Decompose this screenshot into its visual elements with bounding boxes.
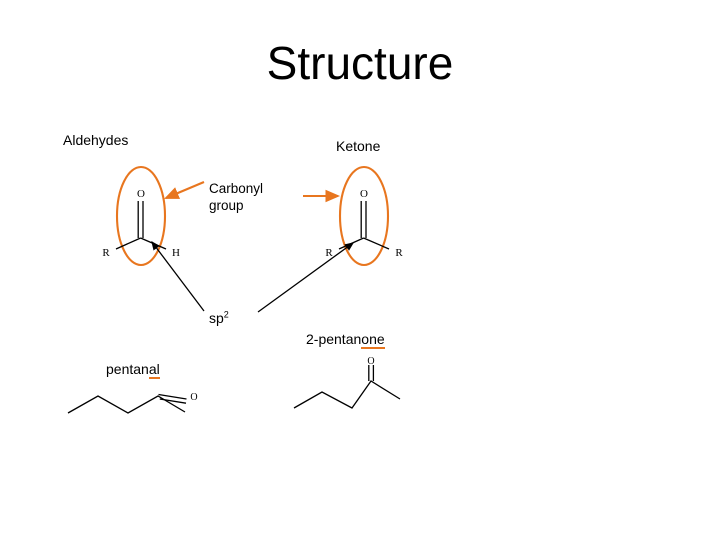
pentanal-oxygen-label: O <box>190 392 197 403</box>
pentanal-carbonyl-bond-line-1 <box>158 393 187 400</box>
sp2-base-text: sp <box>209 310 224 326</box>
carbonyl-annotation-line-1: Carbonyl <box>209 181 264 196</box>
ketone-general-structure: O R R <box>325 165 403 267</box>
carbonyl-annotation-line-2: group <box>209 198 244 213</box>
ketone-bond-to-right-r <box>363 237 390 250</box>
compound-name-pentanal: pentanal <box>106 361 160 379</box>
page-title: Structure <box>266 37 454 89</box>
carbonyl-group-annotation: Carbonyl group <box>209 180 263 214</box>
ketone-oxygen-label: O <box>360 188 368 200</box>
pentanone-oxygen-label: O <box>367 356 374 367</box>
ketone-right-r-substituent-label: R <box>395 247 403 259</box>
pentanal-name-prefix: pentan <box>106 361 149 377</box>
sp2-hybridization-annotation: sp2 <box>209 310 229 326</box>
pentanone-carbon-chain <box>293 380 401 409</box>
compound-name-2-pentanone: 2-pentanone <box>306 331 385 349</box>
section-heading-aldehydes: Aldehydes <box>63 132 129 148</box>
ketone-carbonyl-highlight-ellipse <box>338 165 390 267</box>
carbonyl-arrow-to-aldehyde-icon <box>164 181 205 199</box>
pentanone-name-prefix: 2-pentan <box>306 331 362 347</box>
sp2-superscript: 2 <box>223 309 229 320</box>
aldehyde-bond-to-r <box>115 237 141 250</box>
pentanone-name-suffix: one <box>361 331 385 349</box>
ketone-bond-to-left-r <box>338 237 364 250</box>
pentanal-name-suffix: al <box>148 361 160 379</box>
aldehyde-oxygen-label: O <box>137 188 145 200</box>
pentanal-carbonyl-bond-line-2 <box>159 398 187 404</box>
ketone-left-r-substituent-label: R <box>325 247 333 259</box>
aldehyde-general-structure: O R H <box>102 165 180 267</box>
sp2-leader-line-to-ketone-icon <box>257 242 355 313</box>
pentanone-skeletal-structure: O <box>293 356 401 409</box>
pentanal-carbon-chain <box>67 395 186 414</box>
sp2-leader-line-to-aldehyde-icon <box>151 240 205 312</box>
pentanal-skeletal-structure: O <box>67 392 198 414</box>
aldehyde-h-substituent-label: H <box>172 247 180 259</box>
aldehyde-r-substituent-label: R <box>102 247 110 259</box>
aldehyde-carbonyl-highlight-ellipse <box>115 165 167 267</box>
section-heading-ketone: Ketone <box>336 138 381 154</box>
aldehyde-bond-to-h <box>140 237 167 250</box>
